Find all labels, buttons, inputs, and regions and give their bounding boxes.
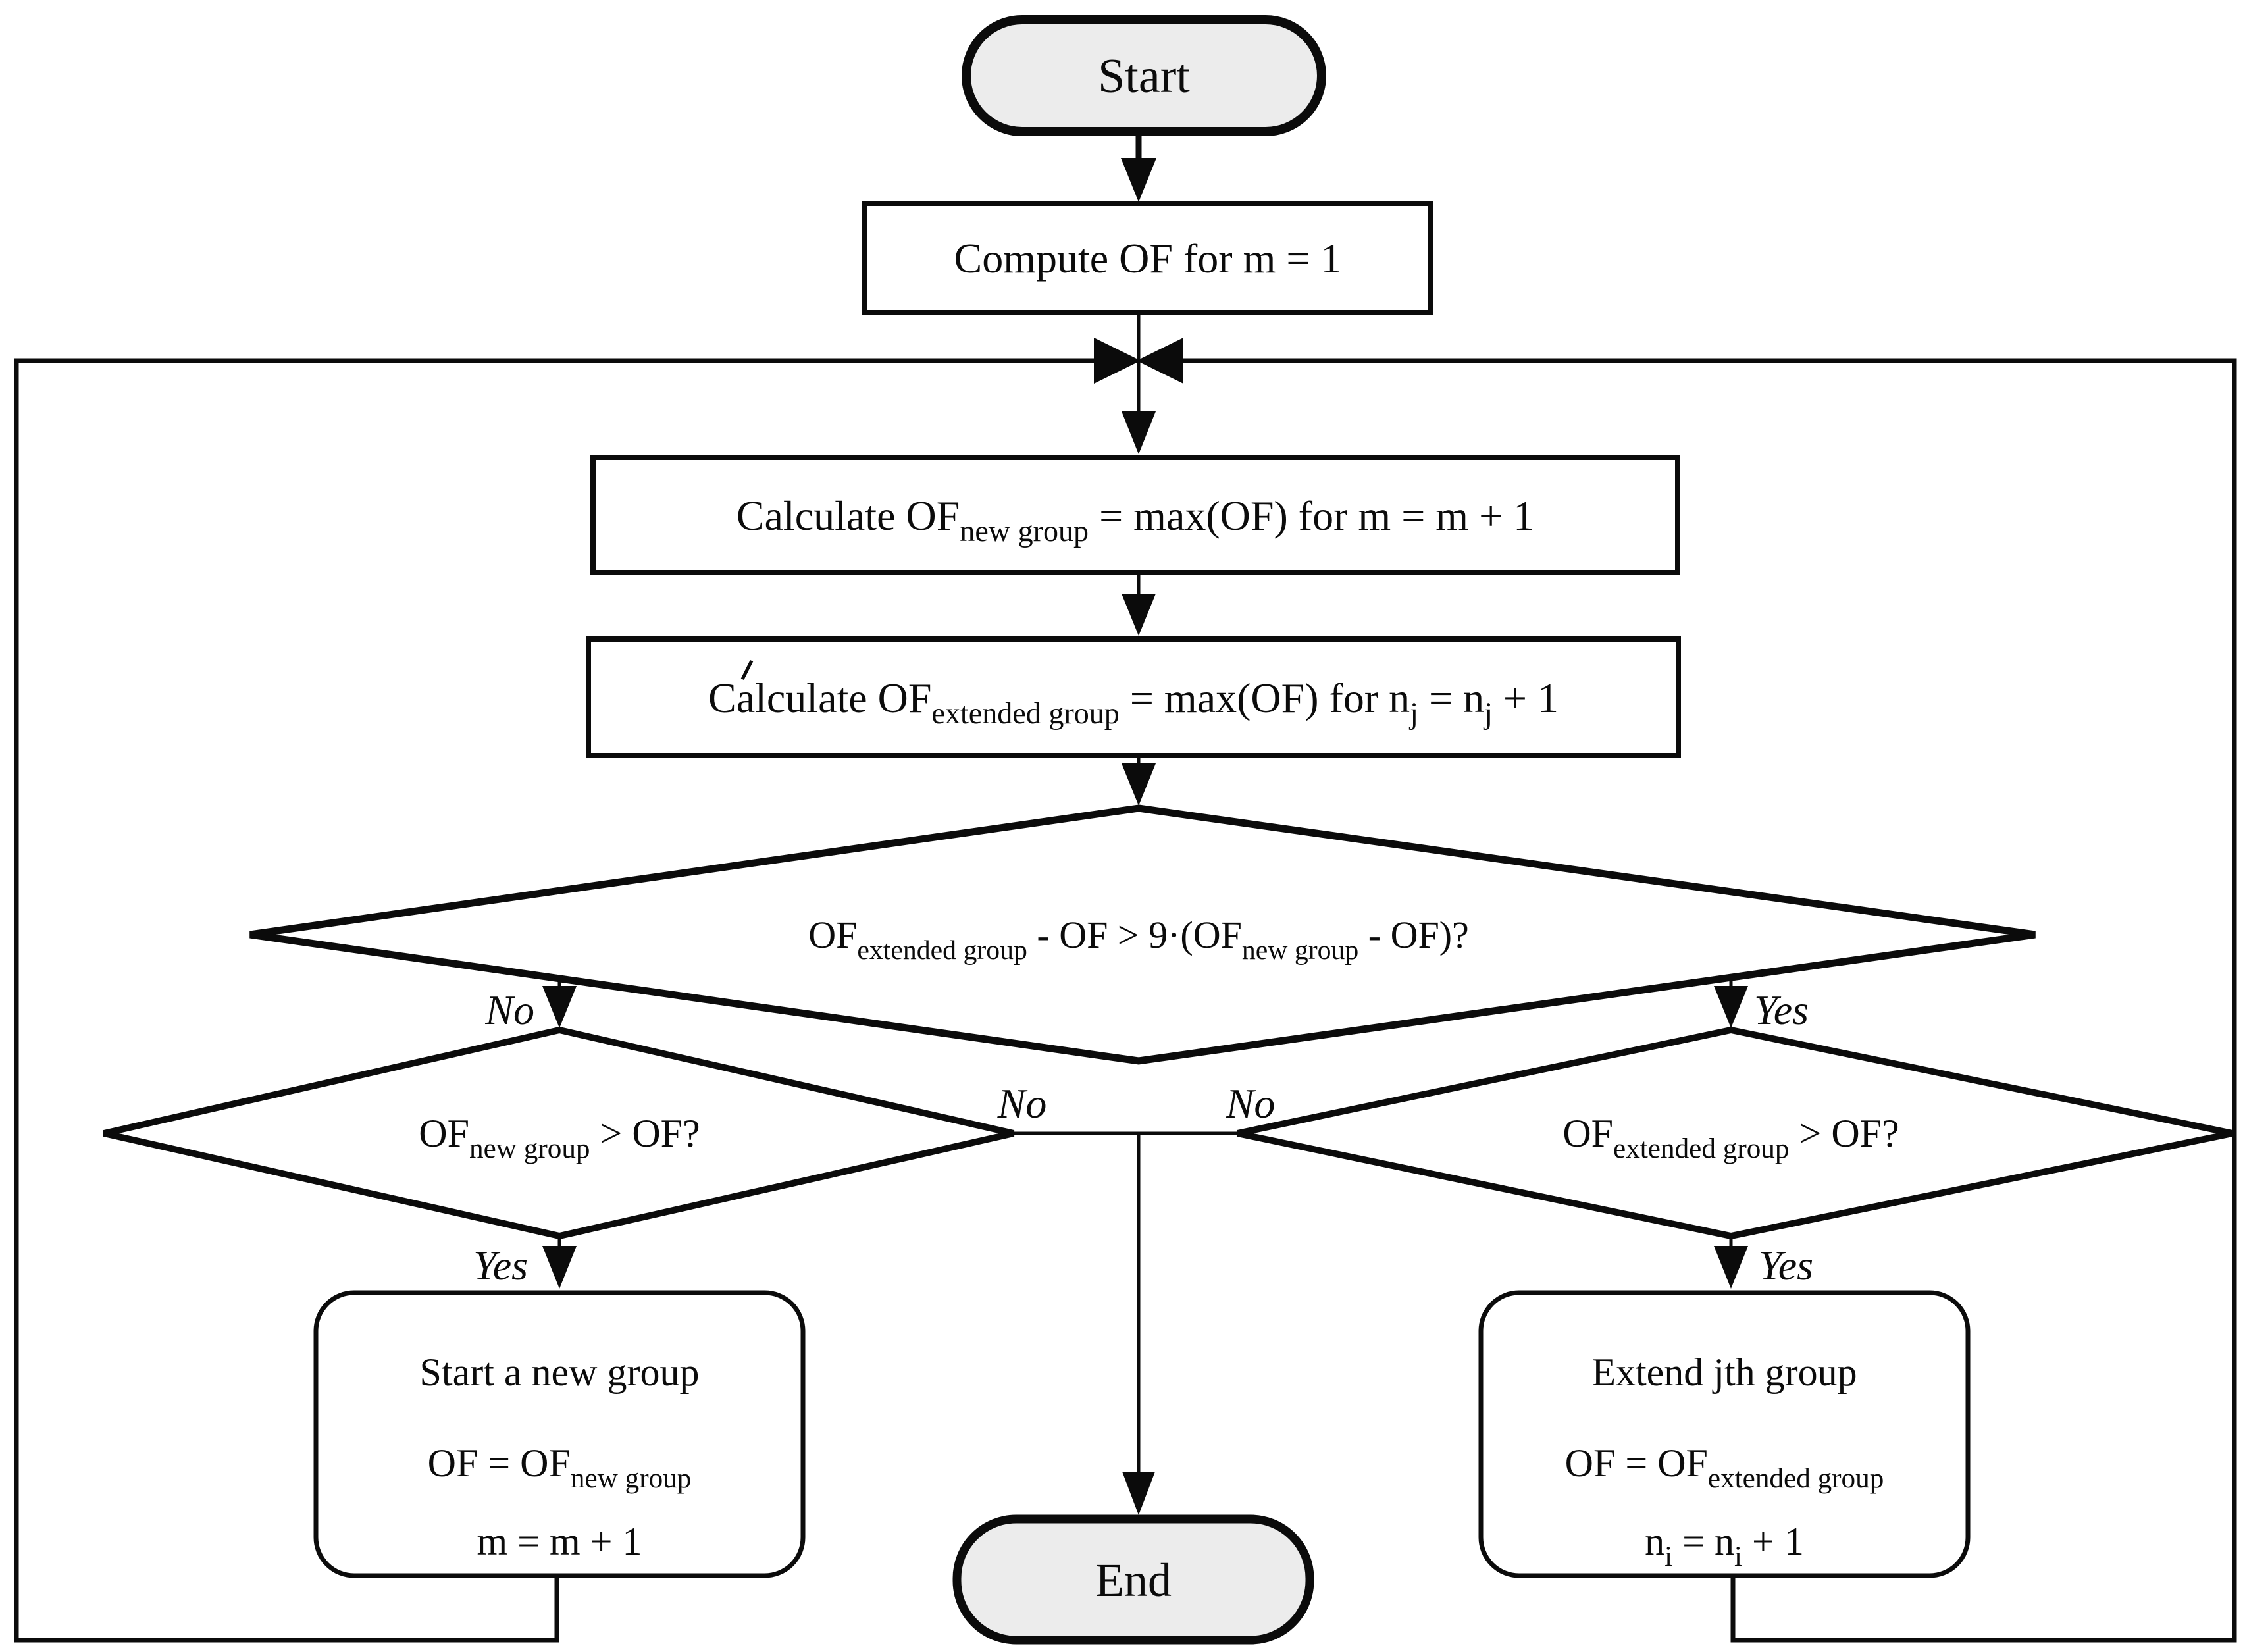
edge-label-main-yes: Yes <box>1754 987 1809 1033</box>
extended-group-decision-label: OFextended group > OF? <box>1562 1112 1899 1164</box>
calc-new-group-label: Calculate OFnew group = max(OF) for m = … <box>736 492 1534 548</box>
edge-label-center-no-left: No <box>997 1080 1047 1127</box>
arrowhead-end-icon <box>1122 1472 1155 1515</box>
edge-label-newgroup-yes: Yes <box>473 1242 528 1289</box>
end-label: End <box>1095 1554 1172 1607</box>
extend-jth-group-line1: Extend jth group <box>1591 1351 1857 1394</box>
extended-group-decision-diamond <box>1236 1026 2234 1240</box>
merge-arrowhead-right-icon <box>1137 338 1183 384</box>
stray-tick-mark <box>740 659 754 681</box>
start-label: Start <box>1098 49 1190 103</box>
arrowhead-newgroup-decision-icon <box>542 986 577 1028</box>
arrowhead-start-compute-icon <box>1121 158 1156 202</box>
compute-of-label: Compute OF for m = 1 <box>954 235 1342 282</box>
main-decision-diamond <box>249 804 2036 1065</box>
new-group-decision-label: OFnew group > OF? <box>419 1112 700 1164</box>
calc-extended-group-box <box>586 636 1681 758</box>
start-new-group-line2: OF = OFnew group <box>428 1441 692 1494</box>
edge-label-center-no-right: No <box>1226 1080 1276 1127</box>
arrowhead-extendjth-icon <box>1714 1246 1748 1289</box>
extend-jth-group-line3: ni = ni + 1 <box>1645 1520 1804 1572</box>
start-new-group-box <box>313 1290 806 1578</box>
start-new-group-line3: m = m + 1 <box>477 1520 642 1563</box>
arrowhead-extgroup-decision-icon <box>1714 986 1748 1028</box>
start-terminator <box>962 15 1326 136</box>
arrowhead-startnewgroup-icon <box>542 1246 577 1289</box>
compute-of-box <box>862 201 1433 315</box>
extend-jth-group-box <box>1478 1290 1971 1578</box>
merge-arrowhead-left-icon <box>1094 338 1141 384</box>
loop-path-right <box>1179 358 2237 1643</box>
calc-extended-group-label: Calculate OFextended group = max(OF) for… <box>708 675 1559 730</box>
calc-new-group-box <box>590 455 1680 575</box>
start-new-group-line1: Start a new group <box>420 1351 700 1394</box>
edge-label-main-no: No <box>484 987 534 1033</box>
end-terminator <box>952 1514 1314 1645</box>
new-group-decision-diamond <box>103 1026 1015 1240</box>
main-decision-label: OFextended group - OF > 9·(OFnew group -… <box>808 914 1469 966</box>
extend-jth-group-line2: OF = OFextended group <box>1565 1441 1884 1494</box>
arrowhead-calcext-icon <box>1122 594 1156 636</box>
edge-label-extgroup-yes: Yes <box>1759 1242 1813 1289</box>
arrowhead-decision-icon <box>1122 763 1156 806</box>
loop-path-left <box>14 358 1098 1643</box>
arrowhead-calcnew-icon <box>1122 411 1156 454</box>
